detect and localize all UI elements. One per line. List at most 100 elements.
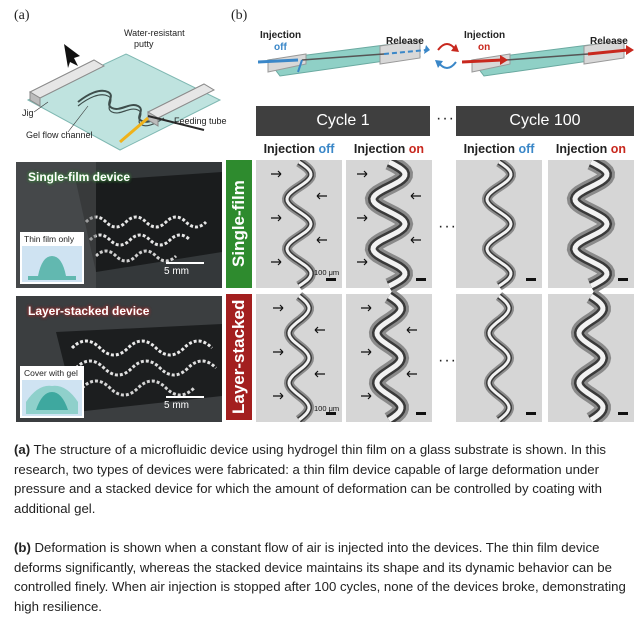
- schematic-injection-on-drawing: [461, 39, 634, 77]
- cover-gel-inset: Cover with gel: [20, 366, 84, 418]
- micrograph-panel: [456, 157, 542, 291]
- single-film-title: Single-film device: [28, 170, 131, 184]
- col-header-prefix: Injection: [263, 142, 315, 156]
- deformation-arrow-icon: [410, 192, 421, 200]
- on-state-label: on: [478, 42, 491, 53]
- deformation-arrow-icon: [314, 326, 325, 334]
- label-feeding-tube: Feeding tube: [174, 116, 227, 126]
- layer-stacked-scale-label: 5 mm: [164, 400, 189, 411]
- deformation-arrow-icon: [361, 392, 372, 400]
- deformation-arrow-icon: [361, 304, 372, 312]
- micrograph-grid: ··· ··· 100 μm 100 μm: [256, 154, 634, 427]
- col-header-prefix: Injection: [555, 142, 608, 156]
- col-header-cycle1-on: Injection on: [346, 142, 432, 156]
- micrograph-panel: [256, 292, 342, 424]
- caption-a-text: The structure of a microfluidic device u…: [14, 442, 607, 516]
- row-label-single-film: Single-film: [226, 160, 252, 288]
- schematic-injection-off: Injection off Release: [257, 20, 430, 96]
- channel-outline: [374, 293, 404, 423]
- micrograph-panel: [346, 154, 432, 294]
- micrograph-panel: [548, 289, 634, 427]
- col-header-cycle100-on: Injection on: [548, 142, 634, 156]
- col-header-state: off: [518, 142, 535, 156]
- device-schematic-drawing: [26, 44, 222, 151]
- cycle-100-bar: Cycle 100: [456, 106, 634, 136]
- off-state-label: off: [274, 42, 287, 53]
- deformation-arrow-icon: [314, 370, 325, 378]
- scale-bar: [618, 278, 628, 281]
- col-header-state: on: [610, 142, 627, 156]
- channel-outline: [576, 293, 606, 423]
- off-injection-label: Injection: [260, 30, 302, 41]
- caption-b-tag: (b): [14, 540, 31, 555]
- channel-outline: [487, 294, 511, 422]
- scale-bar: [416, 278, 426, 281]
- cover-gel-cross-section: [22, 380, 82, 416]
- on-release-label: Release: [590, 36, 628, 47]
- single-film-scale-bar: [166, 262, 204, 264]
- label-putty: putty: [134, 39, 154, 49]
- cycle-ellipsis: ···: [436, 110, 455, 127]
- row2-ellipsis: ···: [438, 352, 457, 369]
- schematic-injection-on: Injection on Release: [461, 20, 634, 96]
- on-injection-label: Injection: [464, 30, 506, 41]
- label-gel-flow-channel: Gel flow channel: [26, 130, 93, 140]
- micrograph-panel: [548, 154, 634, 294]
- panel-b-label: (b): [231, 8, 248, 23]
- deformation-arrow-icon: [406, 370, 417, 378]
- col-header-prefix: Injection: [463, 142, 515, 156]
- deformation-arrow-icon: [273, 348, 284, 356]
- row1-scale-label: 100 μm: [314, 268, 340, 277]
- cycle-1-bar: Cycle 1: [256, 106, 430, 136]
- layer-stacked-title: Layer-stacked device: [28, 304, 150, 318]
- scale-bar: [618, 412, 628, 415]
- col-header-cycle1-off: Injection off: [256, 142, 342, 156]
- micrograph-panel: [256, 157, 342, 291]
- scale-bar: [326, 278, 336, 281]
- schematic-injection-off-drawing: [257, 39, 430, 77]
- deformation-arrow-icon: [271, 170, 282, 178]
- deformation-arrow-icon: [273, 304, 284, 312]
- device-schematic: Water-resistant putty Jig Gel flow chann…: [8, 22, 230, 157]
- deformation-arrow-icon: [357, 170, 368, 178]
- channel-outline: [572, 159, 610, 289]
- deformation-arrow-icon: [273, 392, 284, 400]
- cycle-arrows-icon: [435, 43, 459, 69]
- single-film-scale-label: 5 mm: [164, 266, 189, 277]
- caption-a-tag: (a): [14, 442, 31, 457]
- deformation-arrow-icon: [316, 236, 327, 244]
- deformation-arrow-icon: [357, 258, 368, 266]
- deformation-arrow-icon: [271, 258, 282, 266]
- caption-a: (a) The structure of a microfluidic devi…: [14, 440, 628, 518]
- deformation-arrow-icon: [316, 192, 327, 200]
- channel-outline: [370, 159, 408, 289]
- row2-scale-label: 100 μm: [314, 404, 340, 413]
- col-header-prefix: Injection: [353, 142, 406, 156]
- caption-b: (b) Deformation is shown when a constant…: [14, 538, 628, 616]
- micrograph-grid-drawing: [256, 154, 634, 427]
- caption: (a) The structure of a microfluidic devi…: [14, 440, 628, 616]
- col-header-state: on: [408, 142, 425, 156]
- off-release-label: Release: [386, 36, 424, 47]
- deformation-arrow-icon: [361, 348, 372, 356]
- caption-b-text: Deformation is shown when a constant flo…: [14, 540, 626, 614]
- deformation-arrow-icon: [357, 214, 368, 222]
- channel-outline: [287, 294, 311, 422]
- deformation-arrow-icon: [406, 326, 417, 334]
- scale-bar: [326, 412, 336, 415]
- single-film-photo: Single-film device Thin film only 5 mm: [16, 162, 222, 288]
- channel-outline: [285, 160, 313, 288]
- scale-bar: [416, 412, 426, 415]
- label-water-resistant: Water-resistant: [124, 28, 185, 38]
- micrograph-panel: [346, 289, 432, 427]
- scale-bar: [526, 412, 536, 415]
- thin-film-inset: Thin film only: [20, 232, 84, 284]
- col-header-state: off: [318, 142, 335, 156]
- deformation-arrow-icon: [410, 236, 421, 244]
- col-header-cycle100-off: Injection off: [456, 142, 542, 156]
- panel-a-label: (a): [14, 8, 30, 23]
- micrograph-panel: [456, 292, 542, 424]
- layer-stacked-photo: Layer-stacked device Cover with gel 5 mm: [16, 296, 222, 422]
- deformation-arrow-icon: [271, 214, 282, 222]
- layer-stacked-scale-bar: [166, 396, 204, 398]
